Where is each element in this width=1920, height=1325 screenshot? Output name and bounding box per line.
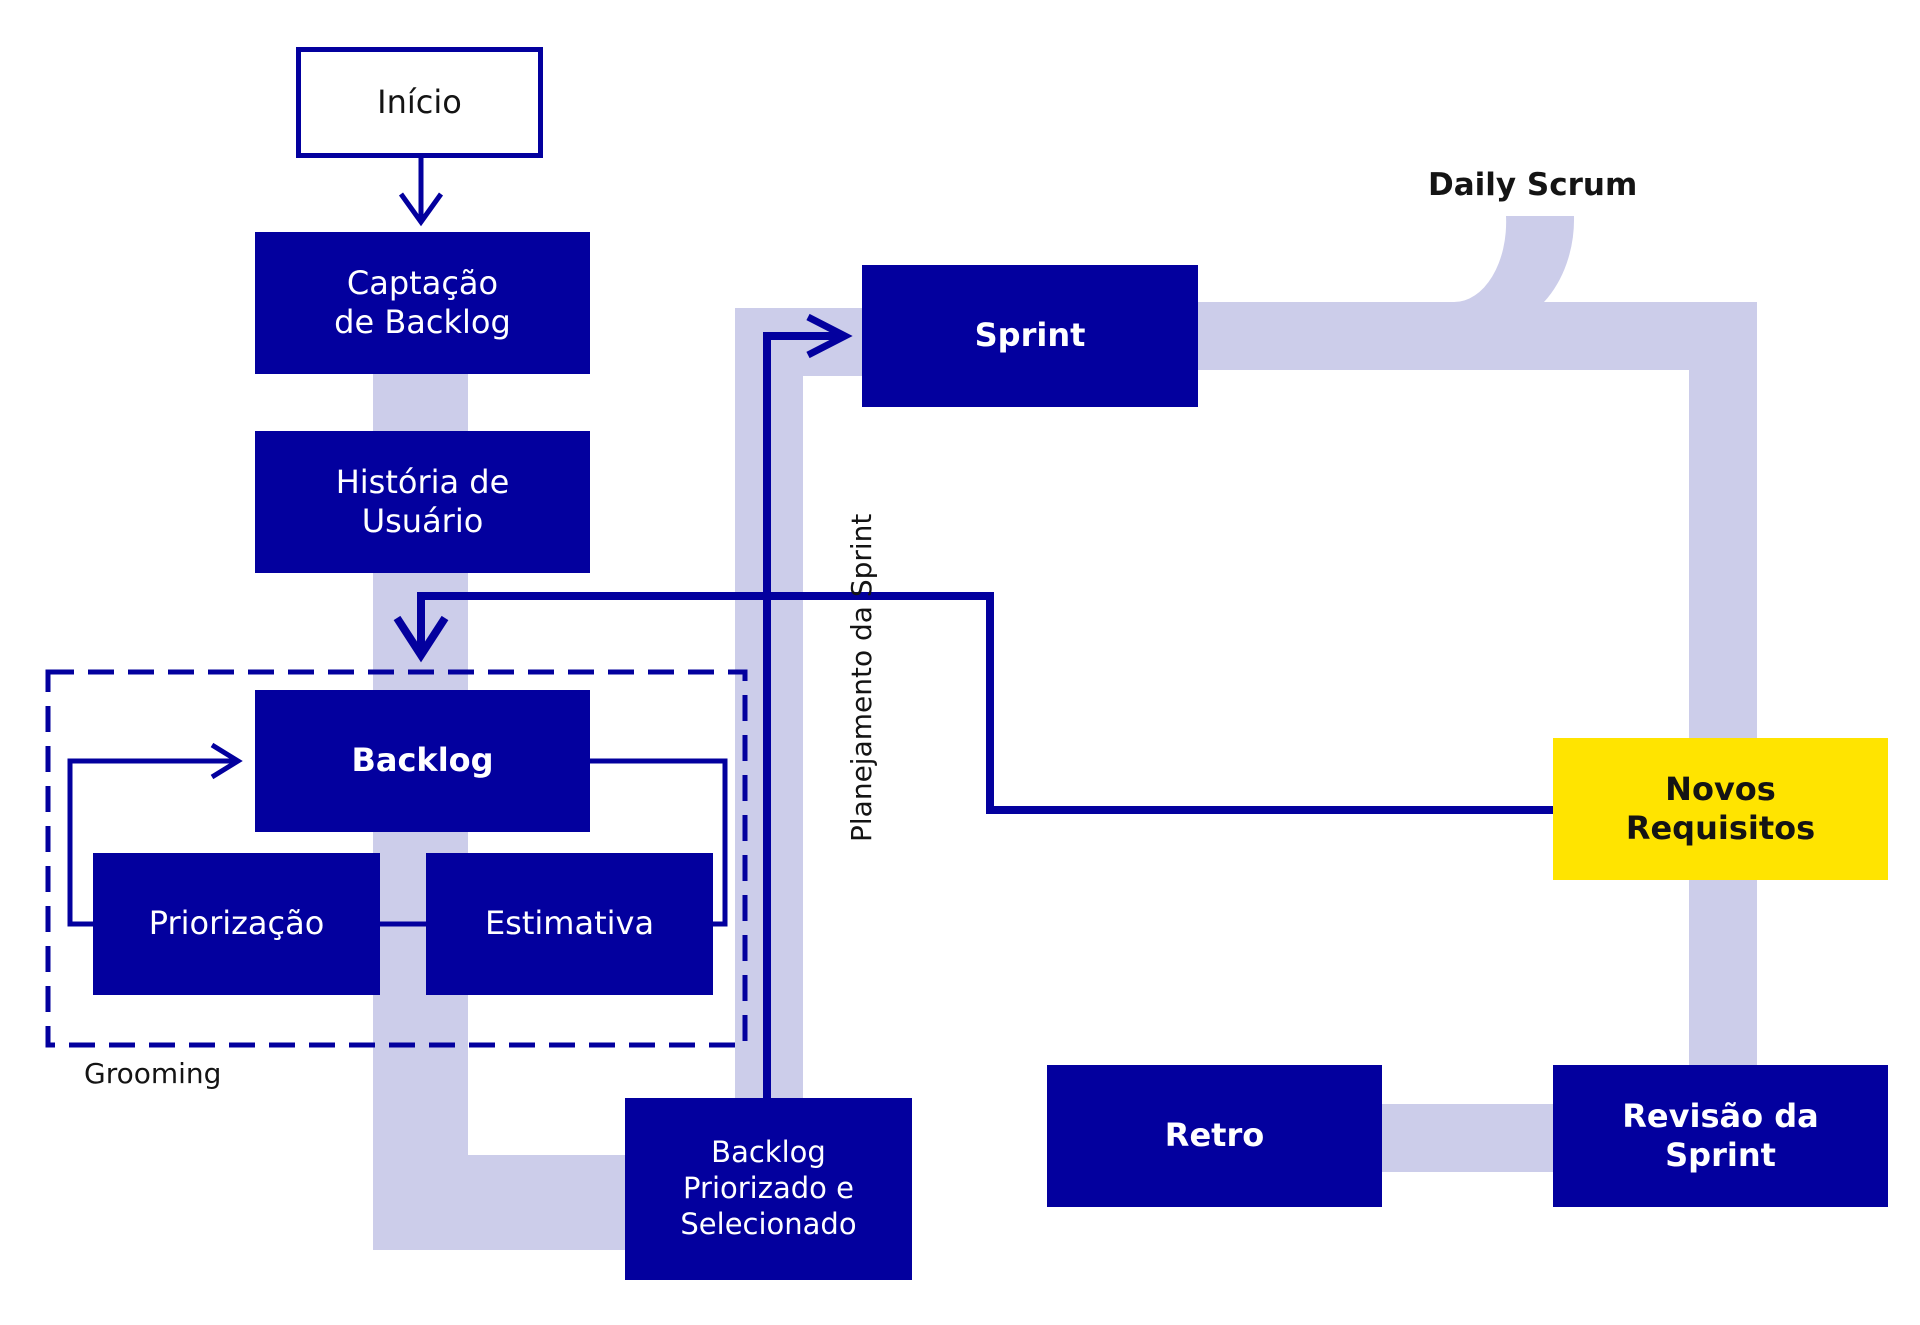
- node-revisao-da-sprint: Revisão da Sprint: [1553, 1065, 1888, 1207]
- track-right-vertical: [1689, 302, 1757, 1072]
- grooming-label: Grooming: [84, 1057, 222, 1090]
- grooming-loop-right: [590, 758, 728, 927]
- grooming-loop-arrow-head: [210, 742, 243, 780]
- node-sprint: Sprint: [862, 265, 1198, 407]
- node-novos-requisitos: Novos Requisitos: [1553, 738, 1888, 880]
- daily-scrum-label: Daily Scrum: [1428, 167, 1638, 203]
- node-retro: Retro: [1047, 1065, 1382, 1207]
- node-backlog-priorizado-e-selecionado: Backlog Priorizado e Selecionado: [625, 1098, 912, 1280]
- planning-arrow-head: [806, 313, 853, 359]
- track-bottom-left: [373, 1155, 638, 1250]
- daily-scrum-loop: [1454, 216, 1575, 303]
- grooming-loop-left: [67, 758, 238, 927]
- feedback-arrow-head: [393, 615, 449, 663]
- node-estimativa: Estimativa: [426, 853, 713, 995]
- feedback-line-novos-to-backlog: [417, 592, 1557, 814]
- node-backlog: Backlog: [255, 690, 590, 832]
- grooming-container: [45, 669, 748, 1048]
- node-priorizacao: Priorização: [93, 853, 380, 995]
- node-inicio: Início: [296, 47, 543, 158]
- node-captacao-de-backlog: Captação de Backlog: [255, 232, 590, 374]
- track-top-right: [1195, 302, 1757, 370]
- arrow-inicio-to-captacao-head: [398, 192, 444, 227]
- planejamento-da-sprint-label: Planejamento da Sprint: [845, 513, 878, 842]
- track-bottom-right: [1380, 1104, 1560, 1172]
- track-planning-top: [735, 308, 865, 376]
- planning-line: [763, 332, 840, 1100]
- node-historia-de-usuario: História de Usuário: [255, 431, 590, 573]
- connectors: [67, 158, 1557, 1100]
